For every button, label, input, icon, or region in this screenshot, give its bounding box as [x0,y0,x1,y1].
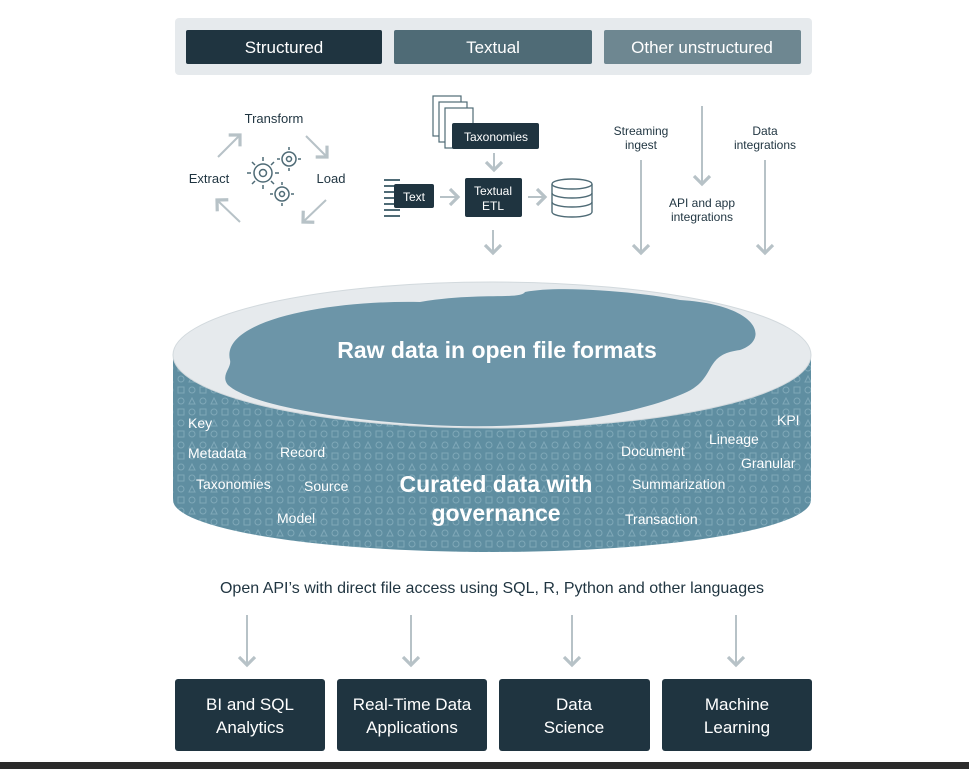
data-lake-cylinder: Raw data in open file formats Curated da… [172,281,812,552]
textual-box [394,30,592,64]
database-icon [551,178,593,218]
etl-cycle: Transform Extract Load [189,111,346,224]
consumer-box-datascience [499,679,650,751]
data-integrations-line1: Data [752,124,778,138]
transform-to-load-arrow [305,135,329,159]
consumer-realtime-line1: Real-Time Data [353,695,472,714]
taxonomies-label: Taxonomies [464,130,528,144]
structured-box [186,30,382,64]
tag-transaction: Transaction [625,511,698,527]
consumer-ml-line1: Machine [705,695,769,714]
tag-kpi: KPI [777,412,800,428]
return-arrow [215,198,241,223]
api-access-text: Open API’s with direct file access using… [220,580,764,597]
tag-metadata: Metadata [188,445,247,461]
textual-etl-line2: ETL [482,199,504,213]
text-box [394,184,434,208]
curated-line1: Curated data with [400,471,593,497]
gears-icon [247,147,301,206]
consumer-bi-line1: BI and SQL [206,695,294,714]
load-label: Load [317,171,346,186]
api-line1: API and app [669,196,735,210]
tag-summarization: Summarization [632,476,725,492]
consumer-box-bi [175,679,325,751]
textual-etl-box [465,178,522,217]
data-integrations-line2: integrations [734,138,796,152]
streaming-line2: ingest [625,138,658,152]
taxonomies-box [452,123,539,149]
textual-label: Textual [466,38,520,57]
tag-document: Document [621,443,685,459]
textual-etl-group: Taxonomies Text Textual ETL [384,95,593,256]
tag-lineage: Lineage [709,431,759,447]
text-label: Text [403,190,426,204]
consumer-box-realtime [337,679,487,751]
consumer-bi-line2: Analytics [216,718,284,737]
consumer-box-ml [662,679,812,751]
curated-line2: governance [431,500,560,526]
structured-label: Structured [245,38,323,57]
tag-granular: Granular [741,455,796,471]
consumer-datascience-line2: Science [544,718,604,737]
extract-label: Extract [189,171,230,186]
raw-data-label: Raw data in open file formats [337,337,657,363]
api-line2: integrations [671,210,733,224]
extract-to-transform-arrow [217,133,242,158]
ingest-group: Streaming ingest API and app integration… [614,106,796,256]
tag-key: Key [188,415,212,431]
textual-etl-line1: Textual [474,184,512,198]
other-unstructured-label: Other unstructured [631,38,773,57]
raw-data-pool [225,289,756,427]
bottom-bar [0,762,969,769]
tag-source: Source [304,478,349,494]
transform-label: Transform [245,111,304,126]
other-unstructured-box [604,30,801,64]
tag-model: Model [277,510,315,526]
consumer-datascience-line1: Data [556,695,592,714]
load-to-extract-arrow [301,199,327,224]
consumer-realtime-line2: Applications [366,718,458,737]
tag-record: Record [280,444,325,460]
tag-taxonomies: Taxonomies [196,476,271,492]
consumer-ml-line2: Learning [704,718,770,737]
streaming-line1: Streaming [614,124,669,138]
